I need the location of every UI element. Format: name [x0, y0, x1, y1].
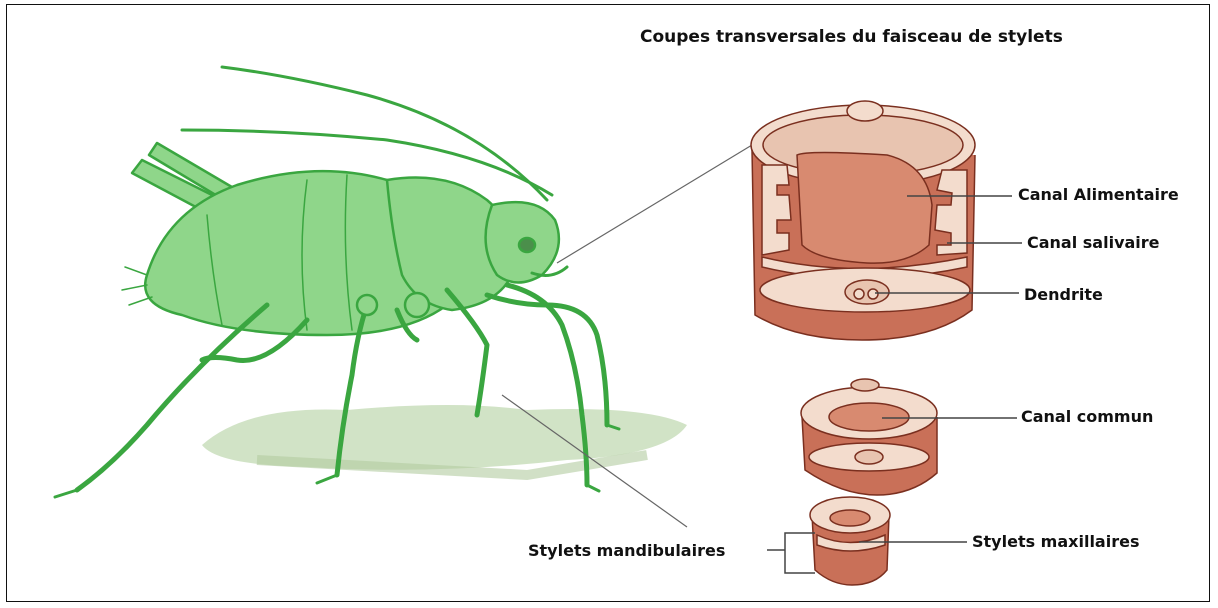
- figure-title: Coupes transversales du faisceau de styl…: [640, 27, 1063, 47]
- aphid-shadow: [202, 405, 687, 475]
- eye: [519, 238, 535, 252]
- leg-hind: [77, 305, 267, 490]
- leg-front-2: [487, 295, 607, 425]
- label-canal-salivaire: Canal salivaire: [1027, 233, 1160, 252]
- label-stylets-maxillaires: Stylets maxillaires: [972, 532, 1139, 551]
- label-dendrite: Dendrite: [1024, 285, 1103, 304]
- label-canal-commun: Canal commun: [1021, 407, 1153, 426]
- cross-section-small: [810, 497, 890, 585]
- cross-section-medium: [801, 379, 937, 495]
- label-stylets-mandibulaires: Stylets mandibulaires: [528, 541, 725, 560]
- label-canal-alimentaire: Canal Alimentaire: [1018, 185, 1179, 204]
- cross-section-large: [751, 101, 975, 340]
- figure-frame: Coupes transversales du faisceau de styl…: [6, 4, 1210, 602]
